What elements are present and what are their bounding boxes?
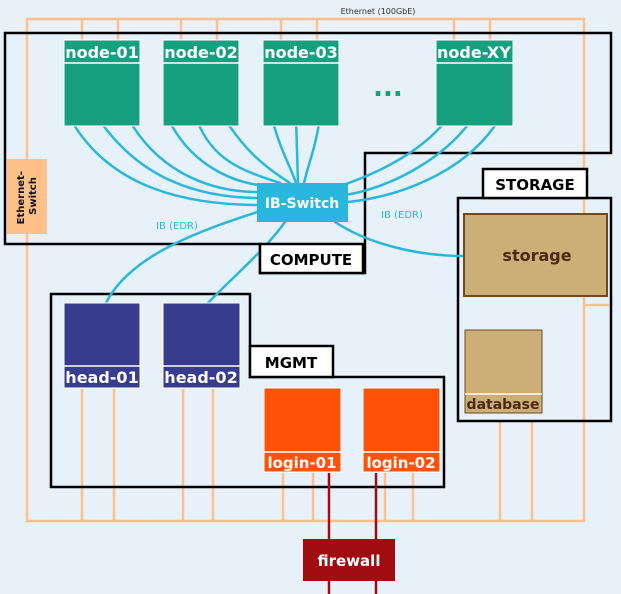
ib-link-node-03 [302,116,322,185]
more-nodes-ellipsis: ... [373,73,403,103]
firewall-label: firewall [318,552,381,570]
ib-link-head-01 [104,206,272,305]
ib-link-node-03 [294,116,300,185]
compute-label-text: COMPUTE [270,251,352,269]
ethernet-switch-label-line-2: Switch [28,177,39,215]
ib-link-node-xy [343,116,475,197]
login-node-01[interactable]: login-01 [263,387,342,473]
ib-link-node-xy [346,116,502,204]
ethernet-label: Ethernet (100GbE) [341,7,416,16]
mgmt-group-label: MGMT [248,344,335,379]
ib-switch-label: IB-Switch [265,196,339,212]
ib-link-node-01 [96,116,262,200]
database-label: database [467,397,540,413]
head-node-01[interactable]: head-01 [63,302,141,389]
compute-group-border [3,31,613,275]
ib-link-node-xy [338,116,450,188]
node-label: login-01 [267,454,336,472]
ethernet-switch-box [7,159,47,234]
mgmt-label-text: MGMT [265,354,318,372]
node-label: node-01 [65,43,139,62]
node-label: login-02 [366,454,435,472]
ib-link-node-01 [68,116,262,207]
ib-left-label: IB (EDR) [156,221,198,232]
node-box [435,39,514,127]
ethernet-network [25,17,609,523]
ib-link-node-02 [194,116,282,185]
database-box [464,329,543,414]
ib-link-node-01 [126,116,264,194]
compute-node-01[interactable]: node-01 [63,39,141,127]
node-box [63,302,141,389]
ib-right-label: IB (EDR) [381,210,423,221]
node-box [263,387,342,473]
mgmt-label-box [248,344,335,379]
ib-switch-box [257,183,348,222]
storage-label: storage [502,246,571,265]
compute-node-02[interactable]: node-02 [162,39,240,127]
infiniband-network [68,116,502,305]
compute-group-label: COMPUTE [258,242,365,275]
node-box [362,387,441,473]
node-label: node-02 [164,43,238,62]
node-label: head-01 [65,368,138,387]
ib-link-head-02 [206,220,287,305]
ethernet-switch[interactable]: Ethernet- Switch [7,159,47,234]
node-label: node-03 [264,43,338,62]
compute-node-xy[interactable]: node-XY [435,39,514,127]
storage-box [463,213,608,297]
head-node-02[interactable]: head-02 [162,302,241,389]
storage-label-box [481,167,589,200]
compute-node-03[interactable]: node-03 [262,39,340,127]
ib-switch[interactable]: IB-Switch [257,183,348,222]
node-box [162,39,240,127]
ib-link-storage [333,220,466,258]
mgmt-group-border [49,292,446,489]
storage-label-text: STORAGE [495,176,575,194]
database-node[interactable]: database [464,329,543,414]
storage-group-label: STORAGE [481,167,589,200]
login-node-02[interactable]: login-02 [362,387,441,473]
compute-label-box [258,242,365,275]
ethernet-switch-label-line-1: Ethernet- [16,171,27,224]
ib-link-node-02 [222,116,292,185]
storage-node[interactable]: storage [463,213,608,297]
firewall[interactable]: firewall [303,539,395,581]
node-label: node-XY [437,43,511,62]
node-box [262,39,340,127]
node-box [63,39,141,127]
node-box [162,302,241,389]
node-label: head-02 [164,368,237,387]
firewall-box [303,539,395,581]
ethernet-switch-label: Ethernet- Switch [16,168,39,225]
